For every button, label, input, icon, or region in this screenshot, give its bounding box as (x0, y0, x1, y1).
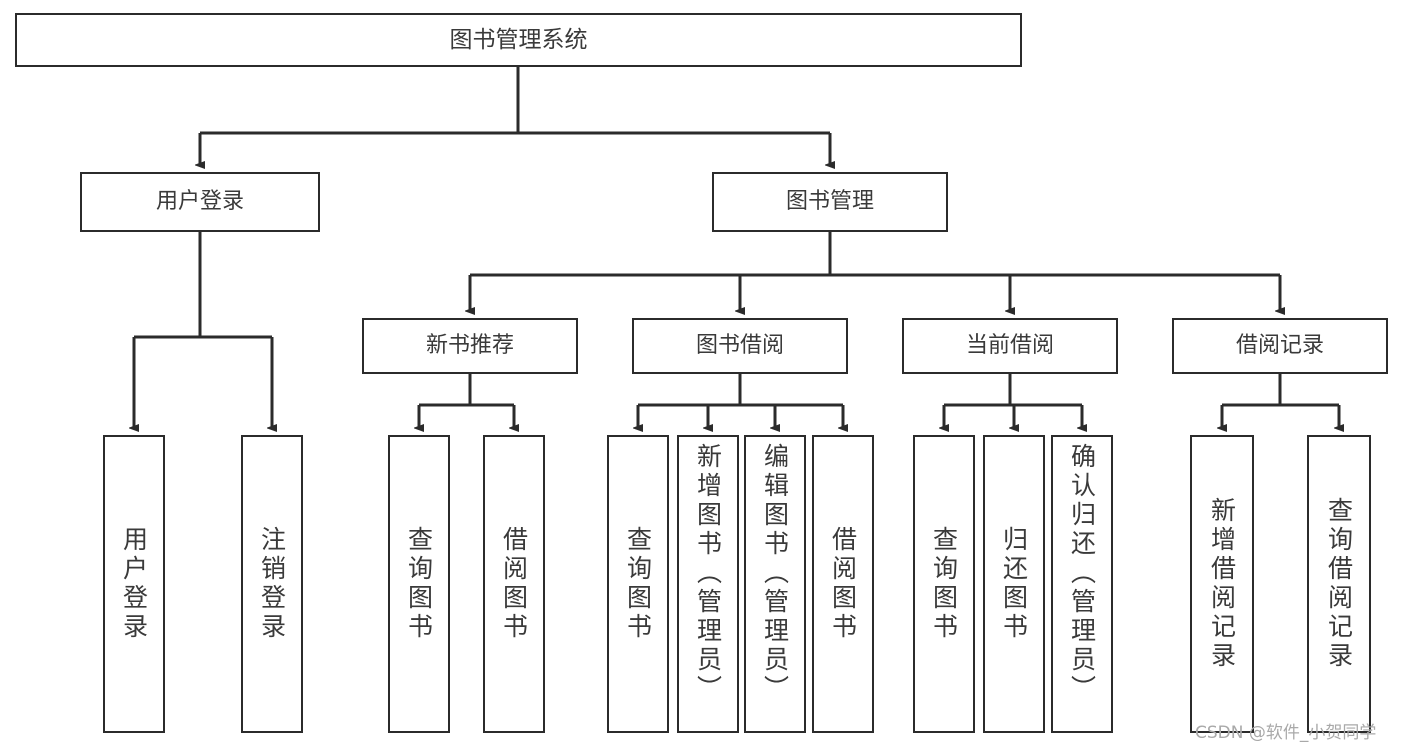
leaf-logout[interactable]: 注销登录 (241, 435, 303, 733)
watermark-text: CSDN @软件_小贺同学 (1195, 723, 1377, 743)
leaf-user-login-label: 用户登录 (119, 526, 149, 642)
node-borrow-record[interactable]: 借阅记录 (1172, 318, 1388, 374)
leaf-add-record[interactable]: 新增借阅记录 (1190, 435, 1254, 733)
leaf-user-login[interactable]: 用户登录 (103, 435, 165, 733)
leaf-borrow-book-1-label: 借阅图书 (499, 526, 529, 642)
leaf-return-book[interactable]: 归还图书 (983, 435, 1045, 733)
leaf-query-book-1-label: 查询图书 (404, 526, 434, 642)
node-user-login-label: 用户登录 (155, 189, 244, 215)
node-root[interactable]: 图书管理系统 (15, 13, 1022, 67)
node-book-borrow[interactable]: 图书借阅 (632, 318, 848, 374)
node-book-borrow-label: 图书借阅 (695, 333, 784, 359)
node-current-borrow-label: 当前借阅 (965, 333, 1054, 359)
leaf-query-record-label: 查询借阅记录 (1324, 497, 1354, 671)
leaf-logout-label: 注销登录 (257, 526, 287, 642)
leaf-add-book[interactable]: 新增图书（管理员） (677, 435, 739, 733)
leaf-query-book-2-label: 查询图书 (623, 526, 653, 642)
leaf-borrow-book-2-label: 借阅图书 (828, 526, 858, 642)
leaf-query-record[interactable]: 查询借阅记录 (1307, 435, 1371, 733)
node-user-login[interactable]: 用户登录 (80, 172, 320, 232)
leaf-return-book-label: 归还图书 (999, 526, 1029, 642)
leaf-edit-book-label: 编辑图书（管理员） (760, 443, 790, 704)
leaf-borrow-book-1[interactable]: 借阅图书 (483, 435, 545, 733)
leaf-query-book-2[interactable]: 查询图书 (607, 435, 669, 733)
leaf-edit-book[interactable]: 编辑图书（管理员） (744, 435, 806, 733)
node-borrow-record-label: 借阅记录 (1235, 333, 1324, 359)
leaf-confirm-return-label: 确认归还（管理员） (1067, 443, 1097, 704)
leaf-query-book-3[interactable]: 查询图书 (913, 435, 975, 733)
leaf-query-book-1[interactable]: 查询图书 (388, 435, 450, 733)
node-current-borrow[interactable]: 当前借阅 (902, 318, 1118, 374)
node-new-book-rec-label: 新书推荐 (425, 333, 514, 359)
leaf-borrow-book-2[interactable]: 借阅图书 (812, 435, 874, 733)
leaf-add-book-label: 新增图书（管理员） (693, 443, 723, 704)
leaf-query-book-3-label: 查询图书 (929, 526, 959, 642)
leaf-confirm-return[interactable]: 确认归还（管理员） (1051, 435, 1113, 733)
leaf-add-record-label: 新增借阅记录 (1207, 497, 1237, 671)
node-book-manage-label: 图书管理 (785, 189, 874, 215)
node-root-label: 图书管理系统 (449, 26, 588, 53)
node-new-book-rec[interactable]: 新书推荐 (362, 318, 578, 374)
node-book-manage[interactable]: 图书管理 (712, 172, 948, 232)
